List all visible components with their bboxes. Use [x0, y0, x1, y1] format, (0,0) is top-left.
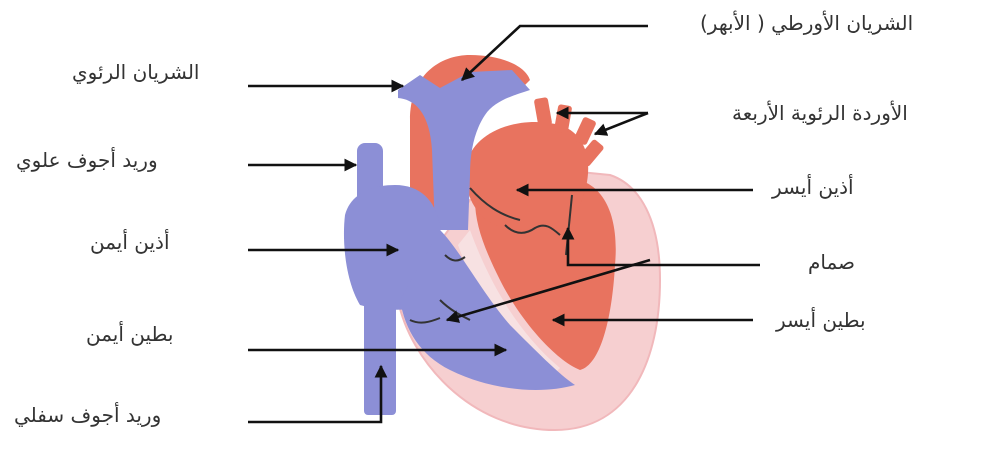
arrow-pulmonary-vein-2 [595, 113, 648, 134]
label-pulmonary-veins: الأوردة الرئوية الأربعة [732, 103, 908, 123]
label-superior-vena-cava: وريد أجوف علوي [16, 150, 158, 170]
label-left-atrium: أذين أيسر [772, 177, 854, 197]
label-valve: صمام [808, 252, 855, 272]
label-right-ventricle: بطين أيمن [86, 324, 174, 344]
label-right-atrium: أذين أيمن [90, 232, 170, 252]
label-pulmonary-artery: الشريان الرئوي [72, 62, 199, 82]
label-aorta: الشريان الأورطي ( الأبهر) [700, 13, 913, 33]
label-left-ventricle: بطين أيسر [776, 310, 866, 330]
arrow-inferior-vena-cava [248, 366, 381, 422]
label-inferior-vena-cava: وريد أجوف سفلي [14, 405, 161, 425]
